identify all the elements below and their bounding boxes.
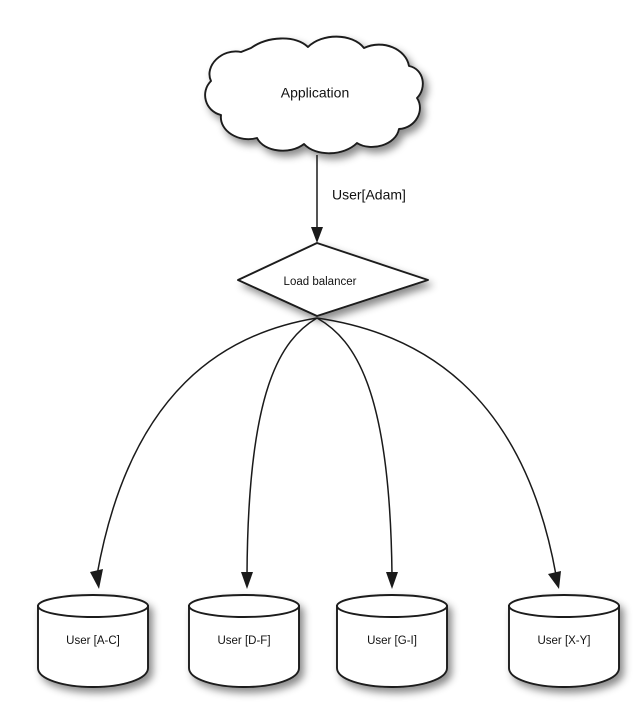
database-icon (188, 605, 300, 688)
node-database-4[interactable]: User [X-Y] (508, 594, 620, 688)
node-database-3[interactable]: User [G-I] (336, 594, 448, 688)
database-label-4: User [X-Y] (537, 635, 590, 647)
edge-balancer-to-db-1[interactable] (90, 317, 318, 589)
database-label-3: User [G-I] (367, 635, 417, 647)
cloud-label: Application (281, 85, 350, 101)
database-icon (508, 605, 620, 688)
edge-curve-db-1 (96, 317, 318, 576)
edge-balancer-to-db-2[interactable] (241, 317, 318, 589)
edge-balancer-to-db-4[interactable] (316, 317, 561, 589)
database-icon (37, 605, 149, 688)
arrow-head-icon (241, 572, 253, 589)
database-label-2: User [D-F] (217, 635, 270, 647)
arrow-head-icon (311, 227, 323, 243)
node-load-balancer[interactable]: Load balancer (237, 242, 429, 317)
database-top-ellipse (188, 594, 300, 618)
arrow-head-icon (386, 572, 398, 589)
load-balancer-label: Load balancer (284, 276, 357, 288)
database-label-1: User [A-C] (66, 635, 120, 647)
database-top-ellipse (37, 594, 149, 618)
database-icon (336, 605, 448, 688)
node-database-1[interactable]: User [A-C] (37, 594, 149, 688)
edge-balancer-to-db-3[interactable] (316, 317, 398, 589)
database-top-ellipse (508, 594, 620, 618)
diamond-decision-icon (237, 242, 429, 317)
arrow-head-icon (90, 569, 103, 589)
node-database-2[interactable]: User [D-F] (188, 594, 300, 688)
edge-application-to-balancer[interactable]: User[Adam] (311, 155, 406, 243)
edge-curve-db-3 (316, 317, 393, 576)
edge-label-user-adam: User[Adam] (332, 187, 406, 203)
cloud-icon (204, 35, 424, 155)
arrow-head-icon (548, 571, 561, 589)
node-application-cloud[interactable]: Application (204, 35, 424, 155)
edge-curve-db-4 (316, 317, 557, 576)
edge-curve-db-2 (246, 317, 318, 576)
database-top-ellipse (336, 594, 448, 618)
